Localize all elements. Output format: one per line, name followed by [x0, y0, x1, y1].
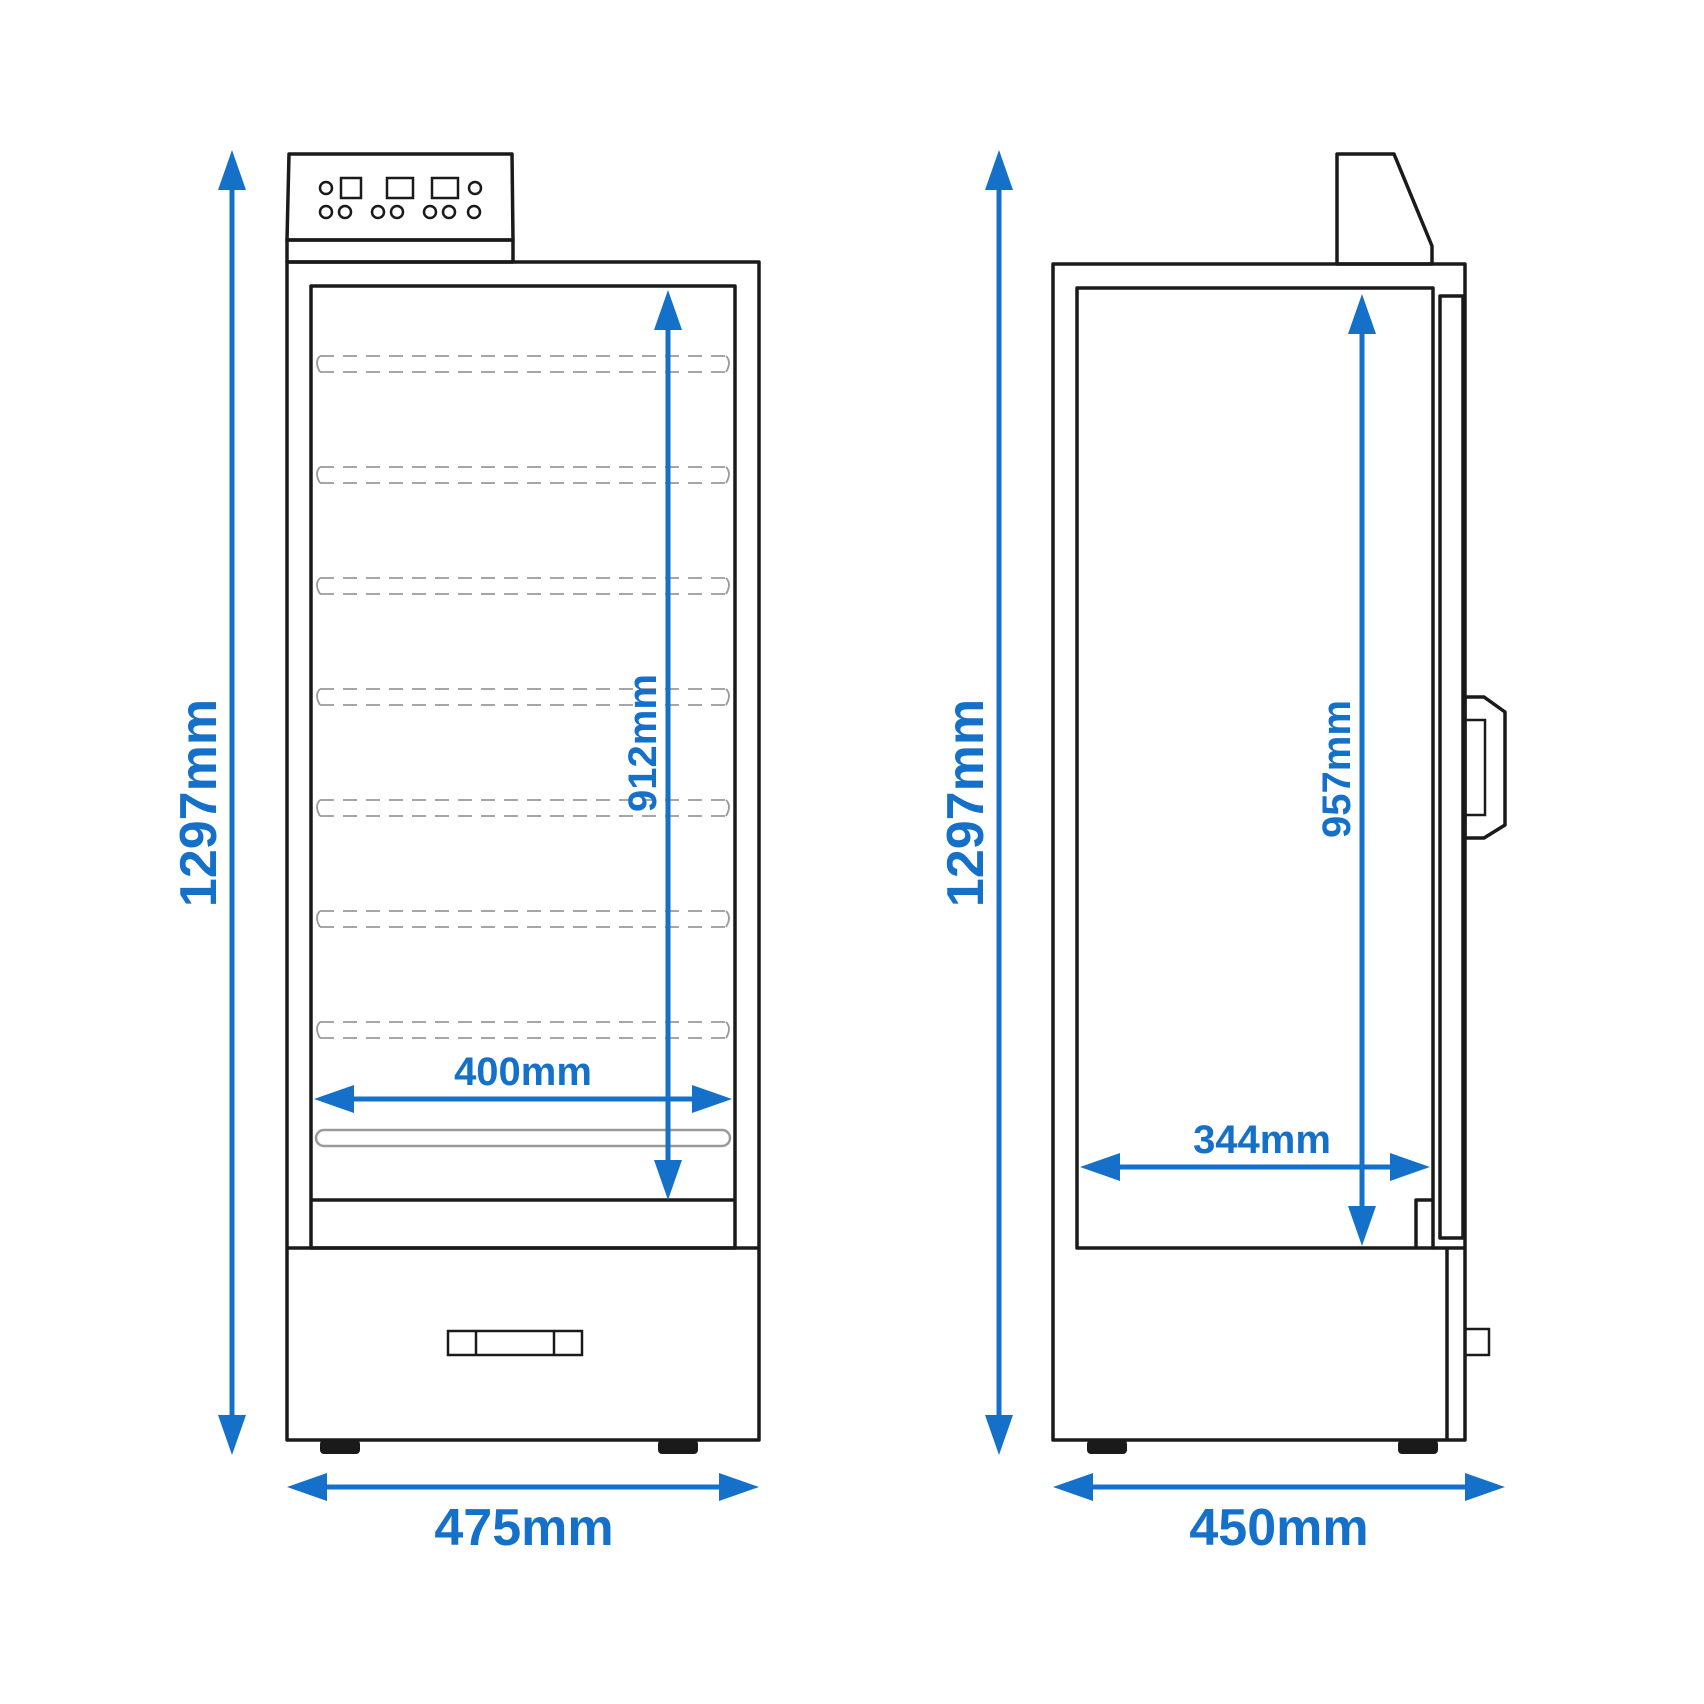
door-handle	[1463, 695, 1507, 840]
front-interior-width-dimension: 400mm	[314, 1050, 732, 1113]
side-depth-dimension: 450mm	[1053, 1473, 1505, 1557]
shelf	[316, 799, 730, 817]
control-panel	[285, 152, 515, 264]
shelf	[316, 910, 730, 928]
side-interior-depth-dimension: 344mm	[1080, 1118, 1430, 1181]
front-height-dimension: 1297mm	[170, 150, 246, 1455]
shelves	[316, 355, 730, 1039]
side-interior-height-label: 957mm	[1315, 700, 1359, 838]
front-width-label: 475mm	[434, 1499, 613, 1557]
side-cabinet	[1051, 262, 1467, 1442]
front-width-dimension: 475mm	[287, 1473, 759, 1557]
front-cabinet	[285, 260, 761, 1442]
foot	[1398, 1440, 1438, 1454]
side-interior-height-dimension: 957mm	[1315, 294, 1376, 1246]
side-height-label: 1297mm	[937, 699, 995, 907]
foot	[1087, 1440, 1127, 1454]
foot	[320, 1440, 360, 1454]
shelf	[316, 1021, 730, 1039]
bottom-rail	[314, 1128, 732, 1148]
shelf	[316, 688, 730, 706]
drawer-knob	[1463, 1327, 1491, 1357]
side-control-panel	[1335, 152, 1434, 266]
shelf	[316, 355, 730, 373]
front-interior-height-label: 912mm	[621, 674, 665, 812]
side-door	[1438, 294, 1465, 1240]
shelf	[316, 466, 730, 484]
side-interior-depth-label: 344mm	[1193, 1118, 1331, 1162]
front-view	[285, 152, 761, 1454]
side-view	[1051, 152, 1507, 1454]
drawer-handle	[446, 1329, 584, 1357]
front-glass-door	[309, 284, 737, 1250]
front-height-label: 1297mm	[170, 699, 228, 907]
front-interior-width-label: 400mm	[454, 1050, 592, 1094]
shelf	[316, 577, 730, 595]
side-depth-label: 450mm	[1189, 1499, 1368, 1557]
foot	[658, 1440, 698, 1454]
front-interior-height-dimension: 912mm	[621, 290, 682, 1200]
side-height-dimension: 1297mm	[937, 150, 1013, 1455]
side-interior	[1075, 286, 1435, 1250]
